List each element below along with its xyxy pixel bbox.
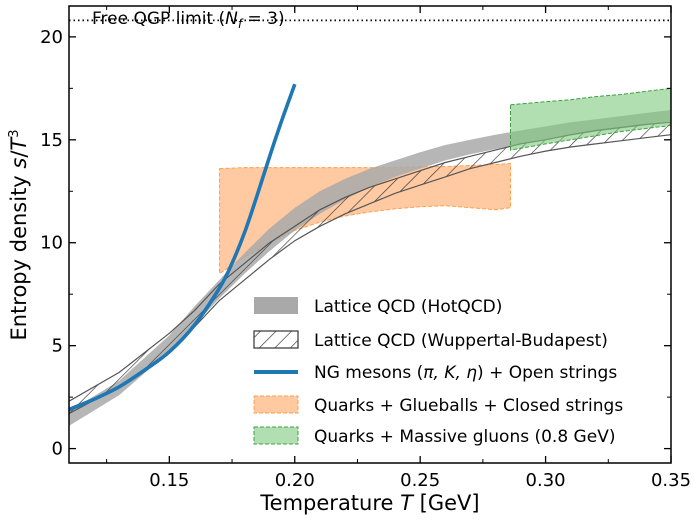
- x-tick-label: 0.25: [400, 470, 440, 491]
- y-tick-label: 0: [52, 439, 63, 460]
- legend-swatch-wuppertal-budapest: [253, 330, 299, 349]
- y-tick-label: 20: [40, 27, 63, 48]
- ref-label-sub: f: [238, 17, 244, 31]
- x-tick-label: 0.15: [149, 470, 189, 491]
- axis-tick-labels: 0.15 0.20 0.25 0.30 0.35 0 5 10 15 20: [40, 27, 691, 491]
- x-tick-label: 0.20: [275, 470, 315, 491]
- y-tick-label: 15: [40, 130, 63, 151]
- x-axis-title: Temperature T [GeV]: [259, 491, 479, 515]
- series-layer: [69, 83, 671, 426]
- x-tick-label: 0.35: [651, 470, 691, 491]
- legend-label-glueballs: Quarks + Glueballs + Closed strings: [314, 396, 623, 416]
- series-band-glueballs: [219, 162, 511, 275]
- legend-swatch-glueballs: [253, 395, 299, 414]
- legend-swatch-massive-gluons: [253, 426, 299, 445]
- plot-frame: [68, 5, 672, 464]
- legend-label-hotqcd: Lattice QCD (HotQCD): [314, 297, 502, 317]
- y-tick-label: 5: [52, 336, 63, 357]
- axis-ticks: [69, 6, 672, 463]
- legend-swatch-hotqcd: [254, 297, 298, 314]
- ref-label-var: N: [225, 9, 238, 29]
- x-tick-label: 0.30: [526, 470, 566, 491]
- y-tick-label: 10: [40, 233, 63, 254]
- series-band-wuppertal-budapest: [69, 121, 671, 415]
- legend-label-massive-gluons: Quarks + Massive gluons (0.8 GeV): [314, 427, 615, 447]
- ref-label-main: Free QGP limit (: [92, 9, 225, 29]
- series-band-massive-gluons: [510, 87, 671, 151]
- legend-label-wuppertal-budapest: Lattice QCD (Wuppertal-Budapest): [314, 331, 608, 351]
- legend: Lattice QCD (HotQCD) Lattice QCD (Wupper…: [253, 297, 623, 447]
- series-band-hotqcd: [69, 110, 671, 426]
- ref-label-end: = 3): [242, 9, 285, 29]
- y-axis-title: Entropy density s/T3: [7, 129, 31, 340]
- legend-label-ng-mesons: NG mesons (π, K, η) + Open strings: [314, 363, 617, 383]
- series-line-ng-mesons: [69, 83, 297, 412]
- free-qgp-limit-label: Free QGP limit (Nf = 3): [92, 9, 285, 31]
